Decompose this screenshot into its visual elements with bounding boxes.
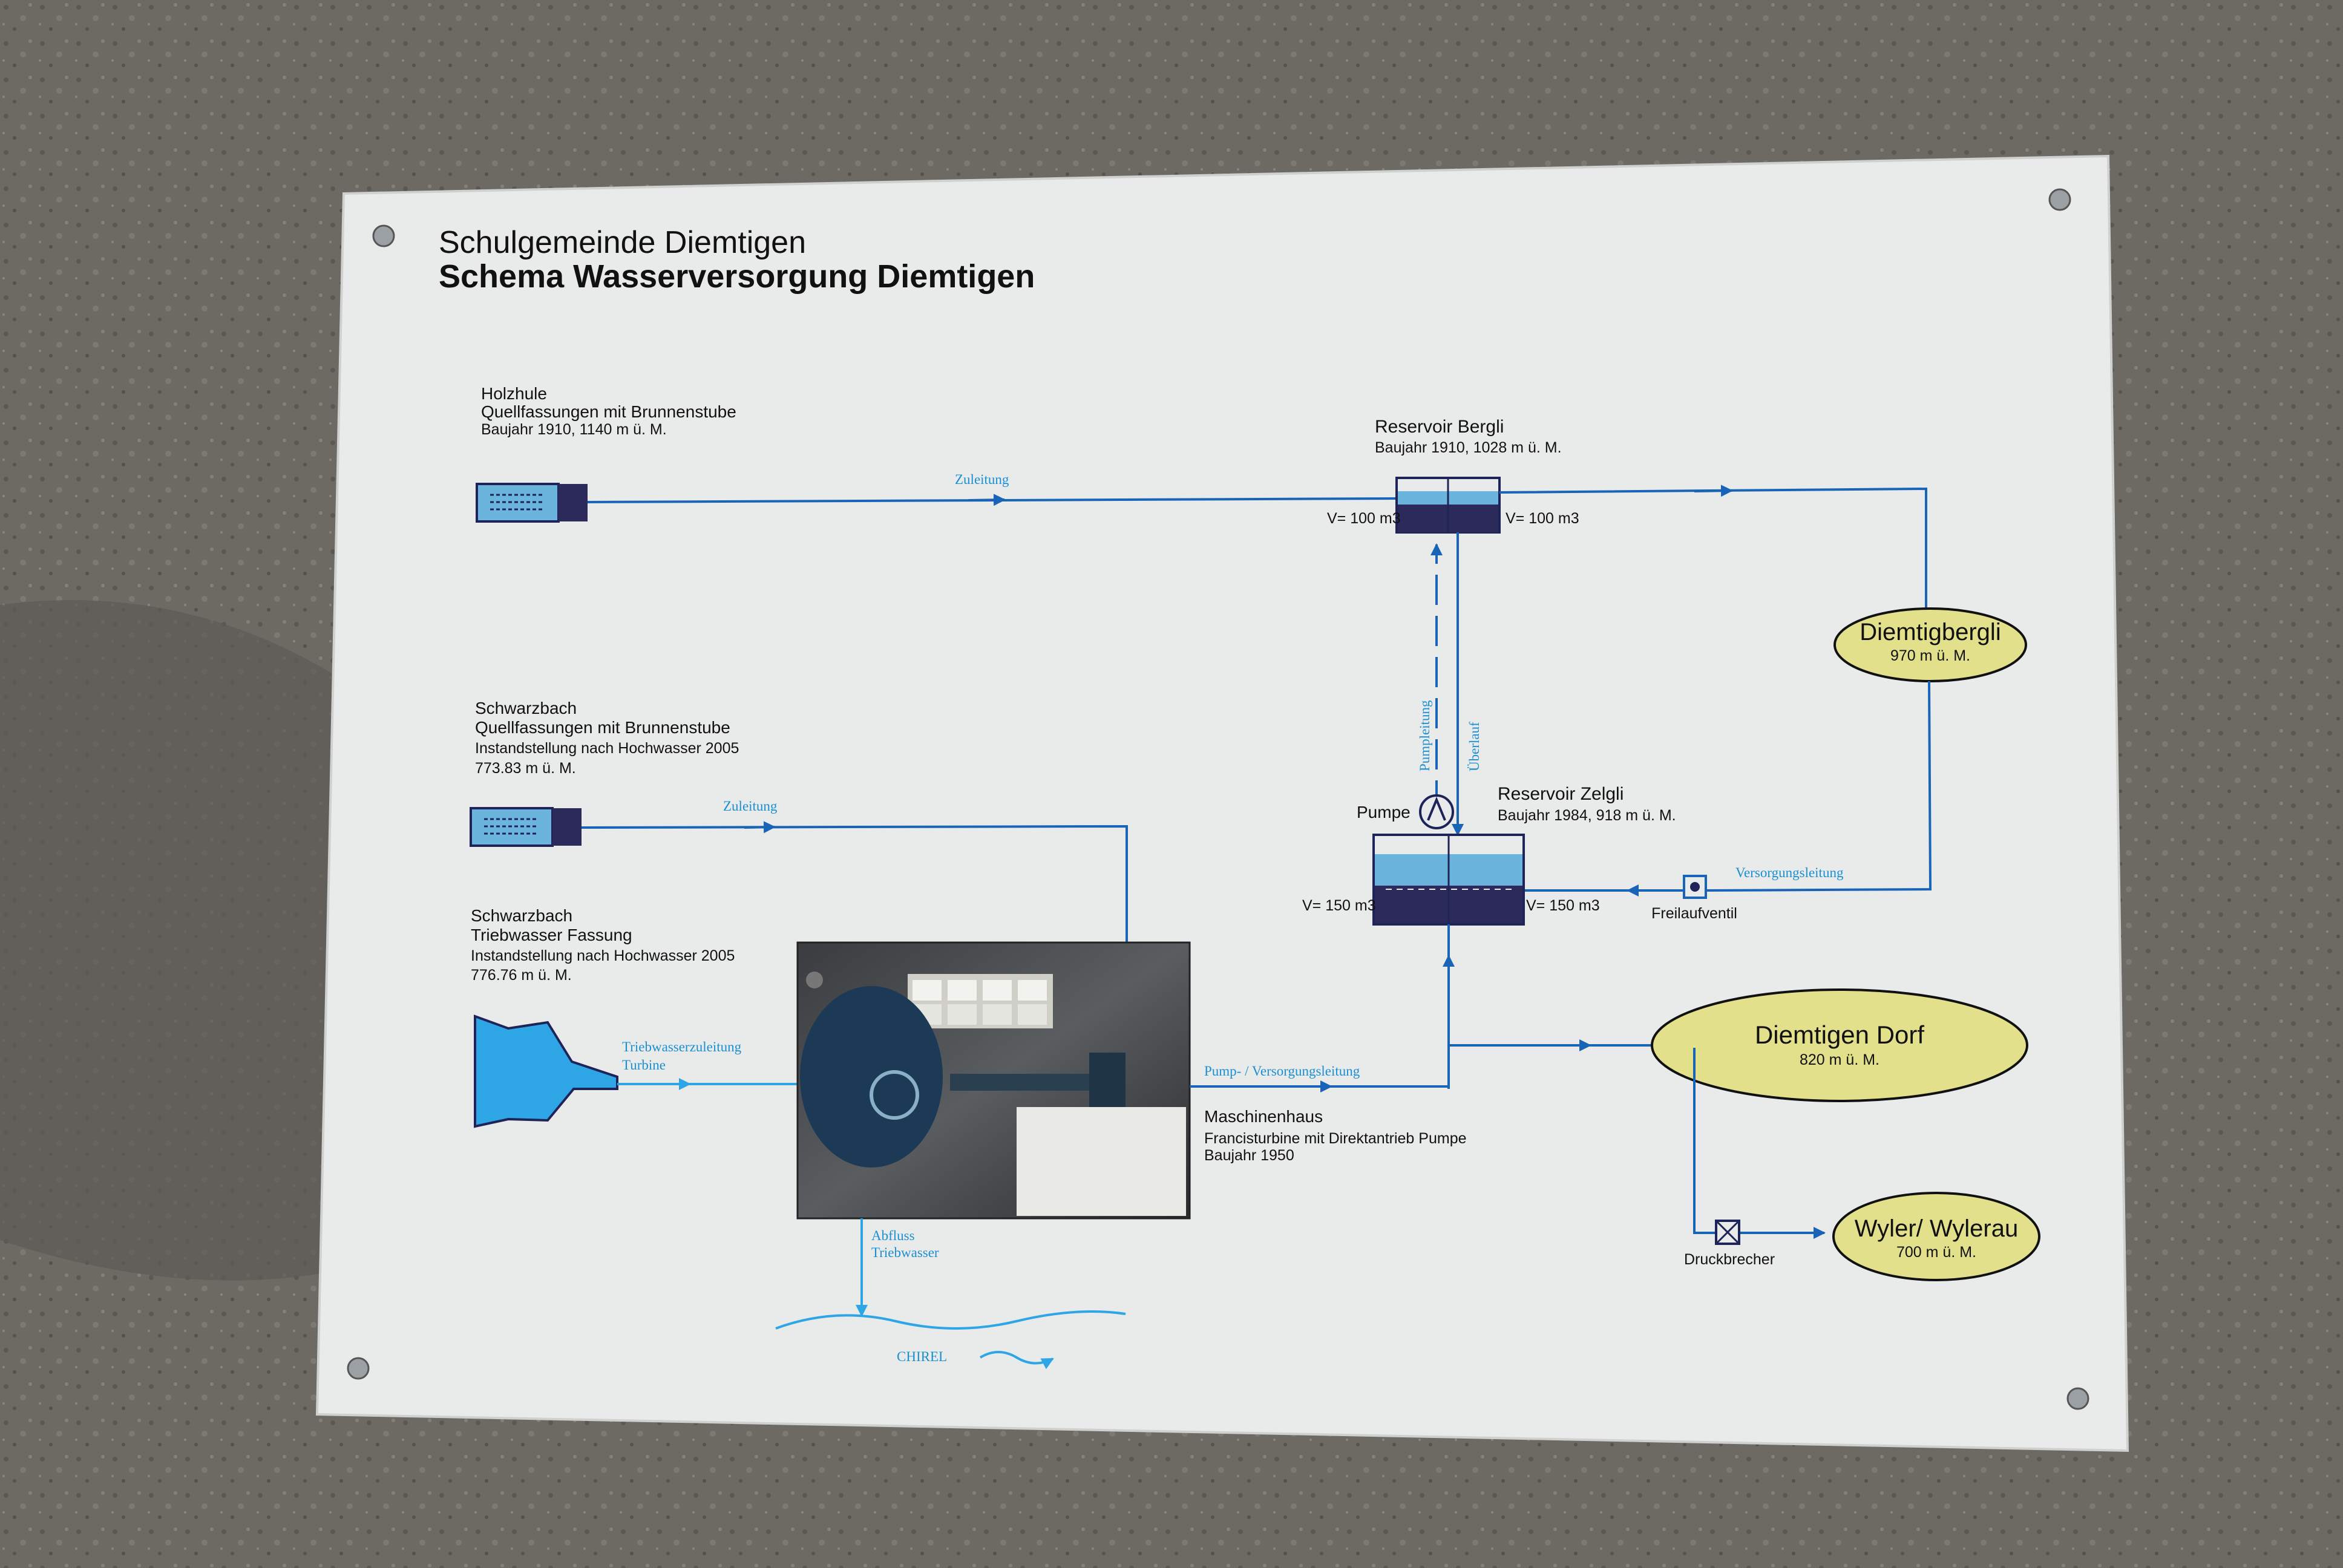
screw-icon [347,1357,370,1380]
bergli-name: Reservoir Bergli [1375,417,1504,437]
holzhule-detail: Baujahr 1910, 1140 m ü. M. [481,421,667,438]
zelgli-detail: Baujahr 1984, 918 m ü. M. [1498,807,1676,824]
consumer-wyler [1832,1192,2040,1281]
diemtigbergli-name: Diemtigbergli [1860,619,2001,645]
abfluss-label-2: Triebwasser [871,1245,939,1260]
druckbrecher-icon [1715,1220,1740,1245]
triebwasser-label-2: Turbine [622,1057,666,1073]
triebwasser-label-1: Triebwasserzuleitung [622,1039,742,1054]
zelgli-vol-right: V= 150 m3 [1526,897,1600,914]
maschinenhaus-detail: Baujahr 1950 [1204,1147,1294,1164]
screw-icon [2066,1387,2089,1410]
pumpleitung-label: Pumpleitung [1417,700,1432,771]
triebwasser-fassung-detail2: 776.76 m ü. M. [471,967,572,984]
ueberlauf-label: Überlauf [1467,722,1482,771]
pump-versorgung-pipe [1190,1045,1450,1088]
zuleitung-label-2: Zuleitung [723,799,778,814]
pump-versorgung-label: Pump- / Versorgungsleitung [1204,1063,1360,1079]
screw-icon [2048,188,2071,211]
page-title: Schema Wasserversorgung Diemtigen [439,258,1035,295]
schwarzbach-quelle-detail2: 773.83 m ü. M. [475,760,576,777]
dorf-name: Diemtigen Dorf [1755,1021,1924,1049]
wyler-alt: 700 m ü. M. [1896,1244,1976,1261]
versorgungsleitung-label: Versorgungsleitung [1735,865,1844,880]
abfluss-label-1: Abfluss [871,1228,915,1243]
schwarzbach-quelle-name: Schwarzbach [475,699,577,717]
zuleitung-label-1: Zuleitung [955,472,1009,487]
bergli-detail: Baujahr 1910, 1028 m ü. M. [1375,439,1562,456]
wyler-supply-pipe [1693,1048,1716,1234]
schwarzbach-spring-tank [470,807,582,847]
maschinenhaus-desc: Francisturbine mit Direktantrieb Pumpe [1204,1130,1467,1147]
river-flow-arrow [979,1351,1054,1370]
bergli-supply-pipe [1499,487,1927,623]
intake-structure-icon [474,1014,618,1128]
bergli-vol-left: V= 100 m3 [1327,510,1401,527]
pumpe-label: Pumpe [1357,803,1411,822]
triebwasser-fassung-desc: Triebwasser Fassung [471,926,632,944]
screw-icon [372,224,395,247]
pump-icon [1419,794,1454,829]
holzhule-name: Holzhule [481,384,547,403]
org-name: Schulgemeinde Diemtigen [439,225,806,260]
machine-house-photo [796,941,1191,1220]
triebwasser-fassung-detail1: Instandstellung nach Hochwasser 2005 [471,947,735,964]
wyler-name: Wyler/ Wylerau [1855,1215,2018,1242]
bergli-vol-right: V= 100 m3 [1506,510,1579,527]
schwarzbach-quelle-desc: Quellfassungen mit Brunnenstube [475,718,730,737]
holzhule-desc: Quellfassungen mit Brunnenstube [481,402,736,421]
holzhule-spring-tank [476,483,588,523]
rock-shadow [0,600,339,1281]
diemtigbergli-alt: 970 m ü. M. [1890,647,1970,664]
river-chirel [775,1310,1126,1330]
freilaufventil-icon [1683,875,1707,899]
reservoir-bergli-tank [1395,477,1501,534]
zuleitung-arrow-2 [744,821,776,834]
sign-board [315,154,2129,1452]
triebwasser-fassung-name: Schwarzbach [471,906,572,925]
screw-icons [347,188,2089,1410]
druckbrecher-label: Druckbrecher [1684,1251,1775,1268]
zelgli-name: Reservoir Zelgli [1498,784,1624,804]
versorgungsleitung-pipe [1705,681,1932,892]
zelgli-vol-left: V= 150 m3 [1302,897,1376,914]
reservoir-zelgli-tank [1372,834,1525,926]
freilaufventil-label: Freilaufventil [1651,905,1737,922]
maschinenhaus-name: Maschinenhaus [1204,1107,1323,1126]
schwarzbach-quelle-detail1: Instandstellung nach Hochwasser 2005 [475,740,739,757]
dorf-alt: 820 m ü. M. [1800,1051,1879,1068]
consumer-diemtigen-dorf [1651,988,2028,1102]
river-label: CHIREL [897,1349,947,1364]
